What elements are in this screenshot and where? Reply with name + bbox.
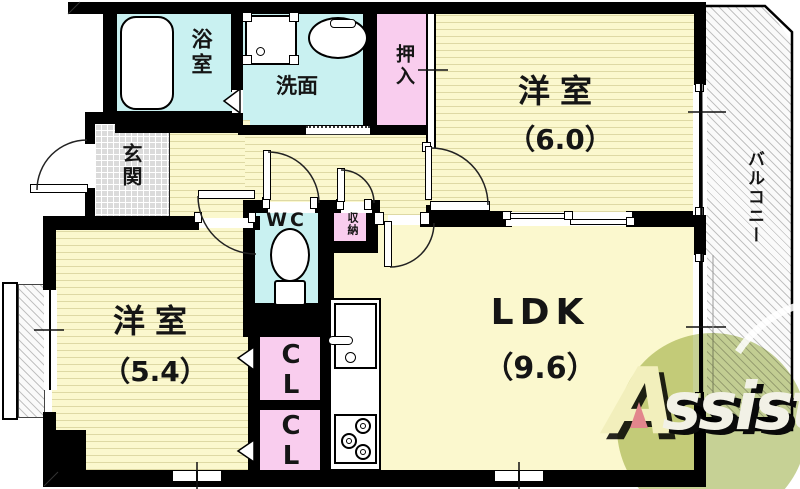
bedroom1-size: （6.0） bbox=[507, 123, 613, 156]
assist-logo-text: ssist bbox=[662, 368, 800, 445]
bedroom1-door-leaf bbox=[425, 146, 432, 200]
window-tab bbox=[502, 211, 511, 220]
bedroom2-door-leaf bbox=[198, 190, 255, 199]
window-line bbox=[699, 85, 701, 215]
toilet-tank bbox=[274, 280, 306, 306]
closet-upper-door-marker bbox=[236, 345, 255, 372]
bedroom2-label: 洋室 bbox=[112, 302, 197, 340]
bedroom1-floor bbox=[430, 8, 696, 218]
washer-pan-corner bbox=[242, 12, 252, 22]
wall-genkan-left-upper bbox=[85, 112, 95, 146]
window-tab bbox=[564, 211, 573, 220]
door-jamb bbox=[420, 212, 430, 225]
corner-miter bbox=[67, 1, 81, 15]
bedroom2-size: （5.4） bbox=[102, 355, 208, 388]
hall-ldk-door-gap bbox=[388, 215, 420, 225]
window-tab bbox=[695, 207, 704, 216]
wc-label: WC bbox=[266, 209, 307, 231]
closet-upper-floor bbox=[258, 333, 322, 403]
bedroom2-floor bbox=[52, 224, 254, 474]
wall-bedroom2-top-right bbox=[250, 216, 260, 230]
wc-door-gap bbox=[268, 202, 315, 213]
wall-top bbox=[68, 2, 706, 14]
wall-left-mid bbox=[43, 216, 56, 290]
storage-label: 収納 bbox=[346, 212, 359, 236]
hall-ldk-door-arc bbox=[389, 222, 435, 268]
wc-door-leaf bbox=[263, 150, 271, 200]
balcony-label: バルコニー bbox=[744, 150, 764, 245]
kitchen-faucet bbox=[328, 336, 353, 345]
wall-oshiire-bedroom1-partition bbox=[426, 14, 436, 148]
window-line bbox=[49, 290, 51, 390]
closet-lower-label: CL bbox=[276, 411, 306, 471]
corner-miter bbox=[43, 471, 59, 487]
bay-hatch bbox=[18, 284, 45, 418]
wall-bath-bottom bbox=[115, 111, 243, 133]
washer-pan-corner bbox=[289, 55, 299, 65]
bedroom2-door-arc bbox=[197, 195, 257, 255]
genkan-door-gap bbox=[85, 144, 95, 188]
wall-bath-left bbox=[103, 2, 117, 122]
bay-outer-ledge bbox=[2, 282, 18, 420]
genkan-floor bbox=[95, 118, 170, 221]
bath-label: 浴室 bbox=[189, 28, 213, 78]
toilet-bowl bbox=[270, 228, 310, 282]
wall-wc-left bbox=[243, 205, 255, 317]
wall-genkan-left-lower bbox=[85, 188, 95, 228]
genkan-label: 玄関 bbox=[119, 143, 143, 189]
window-tab bbox=[626, 217, 635, 226]
washer-pan-corner bbox=[289, 12, 299, 22]
door-jamb bbox=[364, 199, 372, 210]
wall-bedroom2-top bbox=[43, 216, 199, 230]
assist-logo-a-triangle bbox=[630, 402, 648, 428]
bath-folding-door-marker bbox=[222, 87, 241, 115]
wash-basin-shelf bbox=[330, 19, 356, 28]
closet-upper-label: CL bbox=[276, 340, 306, 400]
closet-lower-floor bbox=[258, 407, 322, 471]
assist-logo-letter-a: A bbox=[606, 348, 678, 455]
wall-bedroom1-bottom-left bbox=[426, 211, 512, 227]
washer-pan bbox=[245, 15, 297, 65]
bathtub bbox=[120, 16, 174, 110]
hall-ldk-door-leaf bbox=[384, 221, 392, 267]
oshiire-label: 押入 bbox=[393, 44, 415, 88]
genkan-door-leaf bbox=[30, 184, 88, 193]
window-tab bbox=[695, 253, 704, 262]
bedroom2-door-gap bbox=[199, 218, 253, 228]
door-jamb bbox=[310, 197, 318, 209]
wall-corner-notch bbox=[43, 430, 86, 474]
washroom-sliding-door bbox=[306, 126, 370, 135]
wall-closet-mid bbox=[255, 400, 323, 410]
stove-burner-inner bbox=[360, 449, 366, 455]
wc-door-arc bbox=[267, 151, 320, 204]
door-jamb bbox=[248, 212, 256, 223]
stove-burner-inner bbox=[360, 423, 366, 429]
bedroom1-door-leaf-open bbox=[430, 201, 490, 211]
sink-drain bbox=[345, 352, 356, 363]
stove-burner-inner bbox=[346, 438, 352, 444]
storage-door-arc bbox=[340, 169, 375, 204]
washroom-label: 洗面 bbox=[276, 74, 318, 98]
ldk-label: LDK bbox=[490, 291, 590, 333]
ldk-size: （9.6） bbox=[483, 351, 597, 386]
door-jamb bbox=[374, 212, 384, 225]
bedroom1-door-arc bbox=[430, 147, 489, 206]
wall-bedroom1-bottom-right bbox=[626, 211, 696, 227]
wall-storage-bottom bbox=[330, 241, 378, 253]
window-tab bbox=[695, 83, 704, 92]
bedroom1-label: 洋室 bbox=[517, 72, 602, 110]
storage-door-leaf bbox=[337, 168, 345, 202]
storage-door-gap bbox=[341, 202, 372, 213]
hall-floor-left bbox=[168, 120, 250, 220]
genkan-door-arc bbox=[36, 139, 88, 191]
storage-floor bbox=[332, 208, 372, 244]
washer-drain bbox=[256, 47, 265, 56]
washer-pan-corner bbox=[242, 55, 252, 65]
wall-wc-storage-divider bbox=[318, 205, 334, 317]
closet-lower-door-marker bbox=[236, 438, 255, 464]
wall-bath-wash-divider bbox=[231, 10, 243, 92]
